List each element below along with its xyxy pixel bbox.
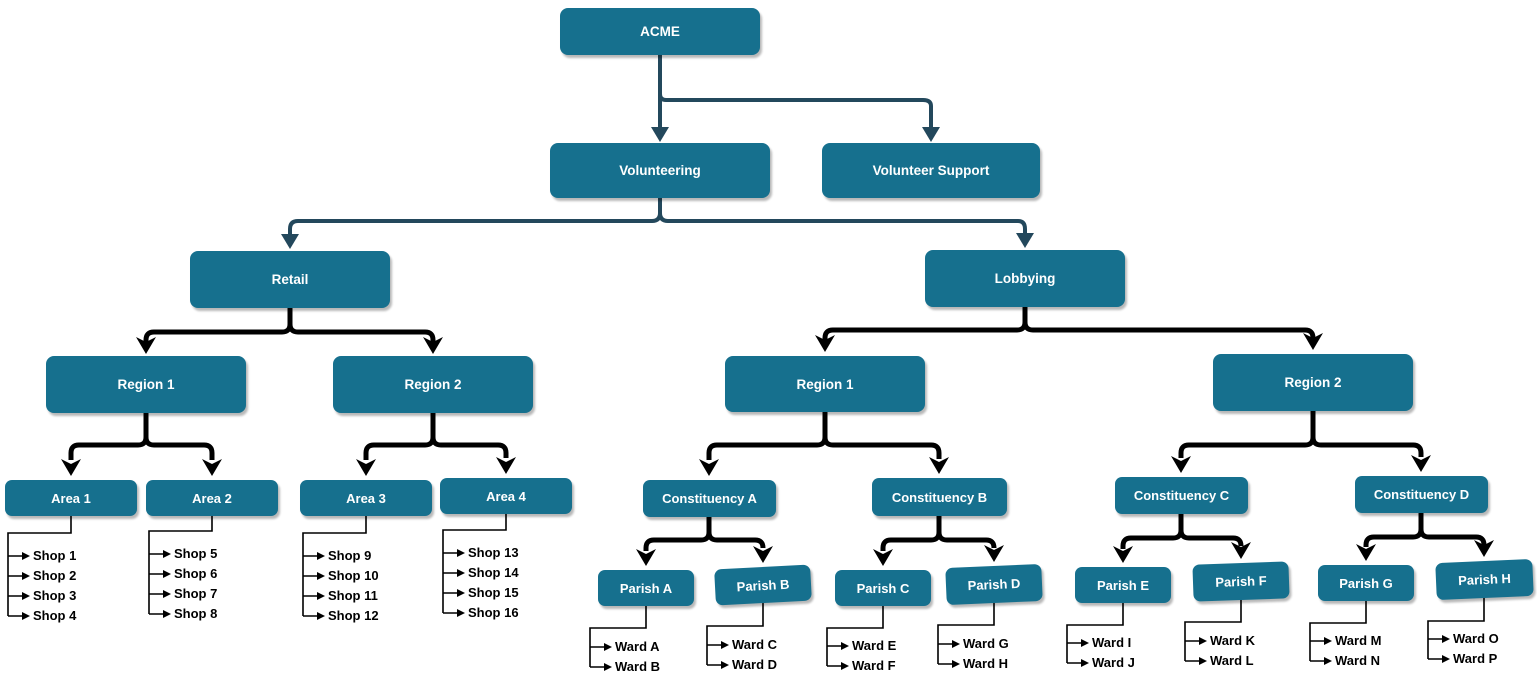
node-area-4: Area 4 — [440, 478, 572, 514]
bracket-parishA-wards — [589, 606, 647, 671]
node-parish-h: Parish H — [1435, 558, 1534, 601]
connector-lregion1-constituencies — [699, 412, 949, 476]
bracket-parishF-wards — [1184, 600, 1242, 665]
node-retail-region-1: Region 1 — [46, 356, 246, 413]
shop-label: Shop 2 — [33, 568, 77, 583]
node-parish-b: Parish B — [714, 564, 812, 606]
bracket-parishH-wards — [1427, 598, 1485, 663]
node-constituency-a: Constituency A — [643, 480, 776, 517]
shop-label: Shop 16 — [468, 605, 519, 620]
connector-rregion2-areas — [356, 413, 516, 476]
ward-label: Ward H — [963, 656, 1009, 671]
shop-label: Shop 11 — [328, 588, 378, 603]
connector-volunteering-children — [281, 198, 1034, 249]
connector-constituencyD-parishes — [1356, 513, 1494, 561]
node-parish-c: Parish C — [835, 570, 931, 606]
bracket-parishG-wards — [1309, 601, 1367, 665]
bracket-parishD-wards — [937, 603, 995, 668]
ward-label: Ward M — [1335, 633, 1382, 648]
node-constituency-d: Constituency D — [1355, 476, 1488, 513]
shop-label: Shop 7 — [174, 586, 218, 601]
connector-constituencyA-parishes — [636, 517, 773, 566]
bracket-area1-shops — [7, 516, 72, 620]
bracket-parishC-wards — [826, 606, 884, 670]
connector-constituencyC-parishes — [1113, 514, 1251, 563]
node-retail: Retail — [190, 251, 390, 308]
shop-label: Shop 12 — [328, 608, 379, 623]
node-parish-e: Parish E — [1075, 567, 1171, 603]
shop-label: Shop 15 — [468, 585, 519, 600]
connector-lregion2-constituencies — [1171, 411, 1431, 473]
shop-label: Shop 8 — [174, 606, 218, 621]
ward-label: Ward A — [615, 639, 660, 654]
node-parish-g: Parish G — [1318, 565, 1414, 601]
ward-label: Ward N — [1335, 653, 1381, 668]
ward-label: Ward O — [1453, 631, 1499, 646]
shop-label: Shop 13 — [468, 545, 519, 560]
connector-retail-regions — [136, 308, 443, 354]
shop-label: Shop 9 — [328, 548, 372, 563]
shop-label: Shop 3 — [33, 588, 77, 603]
ward-label: Ward L — [1210, 653, 1254, 668]
bracket-area4-shops — [442, 514, 507, 617]
ward-label: Ward K — [1210, 633, 1256, 648]
ward-label: Ward D — [732, 657, 778, 672]
shop-label: Shop 5 — [174, 546, 218, 561]
node-retail-region-2: Region 2 — [333, 356, 533, 413]
shop-label: Shop 10 — [328, 568, 379, 583]
bracket-area3-shops — [302, 516, 367, 620]
bracket-parishB-wards — [706, 603, 764, 669]
node-parish-a: Parish A — [598, 570, 694, 606]
ward-label: Ward F — [852, 658, 896, 673]
ward-label: Ward B — [615, 659, 661, 674]
ward-label: Ward G — [963, 636, 1009, 651]
node-area-1: Area 1 — [5, 480, 137, 516]
ward-label: Ward C — [732, 637, 778, 652]
connector-acme-children — [651, 55, 940, 142]
node-volunteering: Volunteering — [550, 143, 770, 198]
node-area-3: Area 3 — [300, 480, 432, 516]
bracket-area2-shops — [148, 516, 213, 618]
node-area-2: Area 2 — [146, 480, 278, 516]
ward-label: Ward P — [1453, 651, 1498, 666]
connector-constituencyB-parishes — [873, 516, 1004, 566]
node-lobbying-region-2: Region 2 — [1213, 354, 1413, 411]
bracket-parishE-wards — [1066, 603, 1124, 667]
ward-label: Ward J — [1092, 655, 1135, 670]
shop-label: Shop 6 — [174, 566, 218, 581]
node-constituency-b: Constituency B — [872, 478, 1007, 516]
node-constituency-c: Constituency C — [1115, 477, 1248, 514]
node-lobbying: Lobbying — [925, 250, 1125, 307]
node-lobbying-region-1: Region 1 — [725, 356, 925, 412]
shop-label: Shop 4 — [33, 608, 77, 623]
node-parish-f: Parish F — [1192, 561, 1290, 602]
node-acme: ACME — [560, 8, 760, 55]
ward-label: Ward E — [852, 638, 897, 653]
shop-label: Shop 14 — [468, 565, 519, 580]
connector-lobbying-regions — [815, 307, 1323, 352]
connector-rregion1-areas — [61, 413, 222, 476]
node-parish-d: Parish D — [945, 563, 1043, 606]
node-volunteer-support: Volunteer Support — [822, 143, 1040, 198]
shop-label: Shop 1 — [33, 548, 77, 563]
ward-label: Ward I — [1092, 635, 1132, 650]
